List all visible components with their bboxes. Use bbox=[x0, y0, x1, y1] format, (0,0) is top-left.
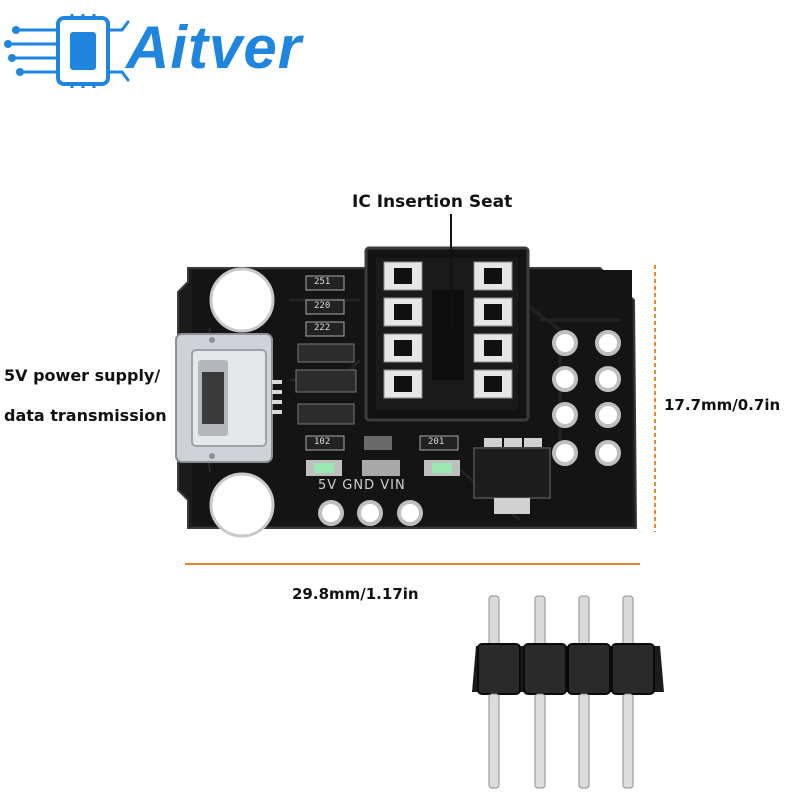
mount-hole-bottom bbox=[209, 472, 275, 538]
power-pin-holes bbox=[318, 500, 423, 526]
mount-hole-top bbox=[209, 267, 275, 333]
header-holes-8 bbox=[552, 330, 621, 466]
voltage-regulator bbox=[473, 438, 551, 514]
led-right bbox=[432, 463, 452, 473]
led-left bbox=[314, 463, 334, 473]
brand-name: Aitver bbox=[126, 14, 303, 81]
resistor-label-102: 102 bbox=[314, 437, 331, 447]
usb-label-line1: 5V power supply/ bbox=[4, 366, 161, 385]
ic-seat-label: IC Insertion Seat bbox=[352, 192, 513, 212]
usb-label-line2: data transmission bbox=[4, 406, 167, 425]
micro-usb-port bbox=[175, 333, 282, 463]
pin-header bbox=[472, 595, 664, 789]
height-dimension-label: 17.7mm/0.7in bbox=[664, 396, 781, 414]
resistor-label-201: 201 bbox=[428, 437, 445, 447]
resistor-label-220: 220 bbox=[314, 301, 331, 311]
logo-chip-icon bbox=[4, 14, 130, 88]
smd-components bbox=[295, 275, 460, 476]
width-dimension-label: 29.8mm/1.17in bbox=[292, 585, 419, 603]
power-pin-silkscreen: 5V GND VIN bbox=[318, 478, 406, 493]
ic-socket bbox=[364, 246, 530, 422]
resistor-label-222: 222 bbox=[314, 323, 331, 333]
resistor-label-251: 251 bbox=[314, 277, 331, 287]
